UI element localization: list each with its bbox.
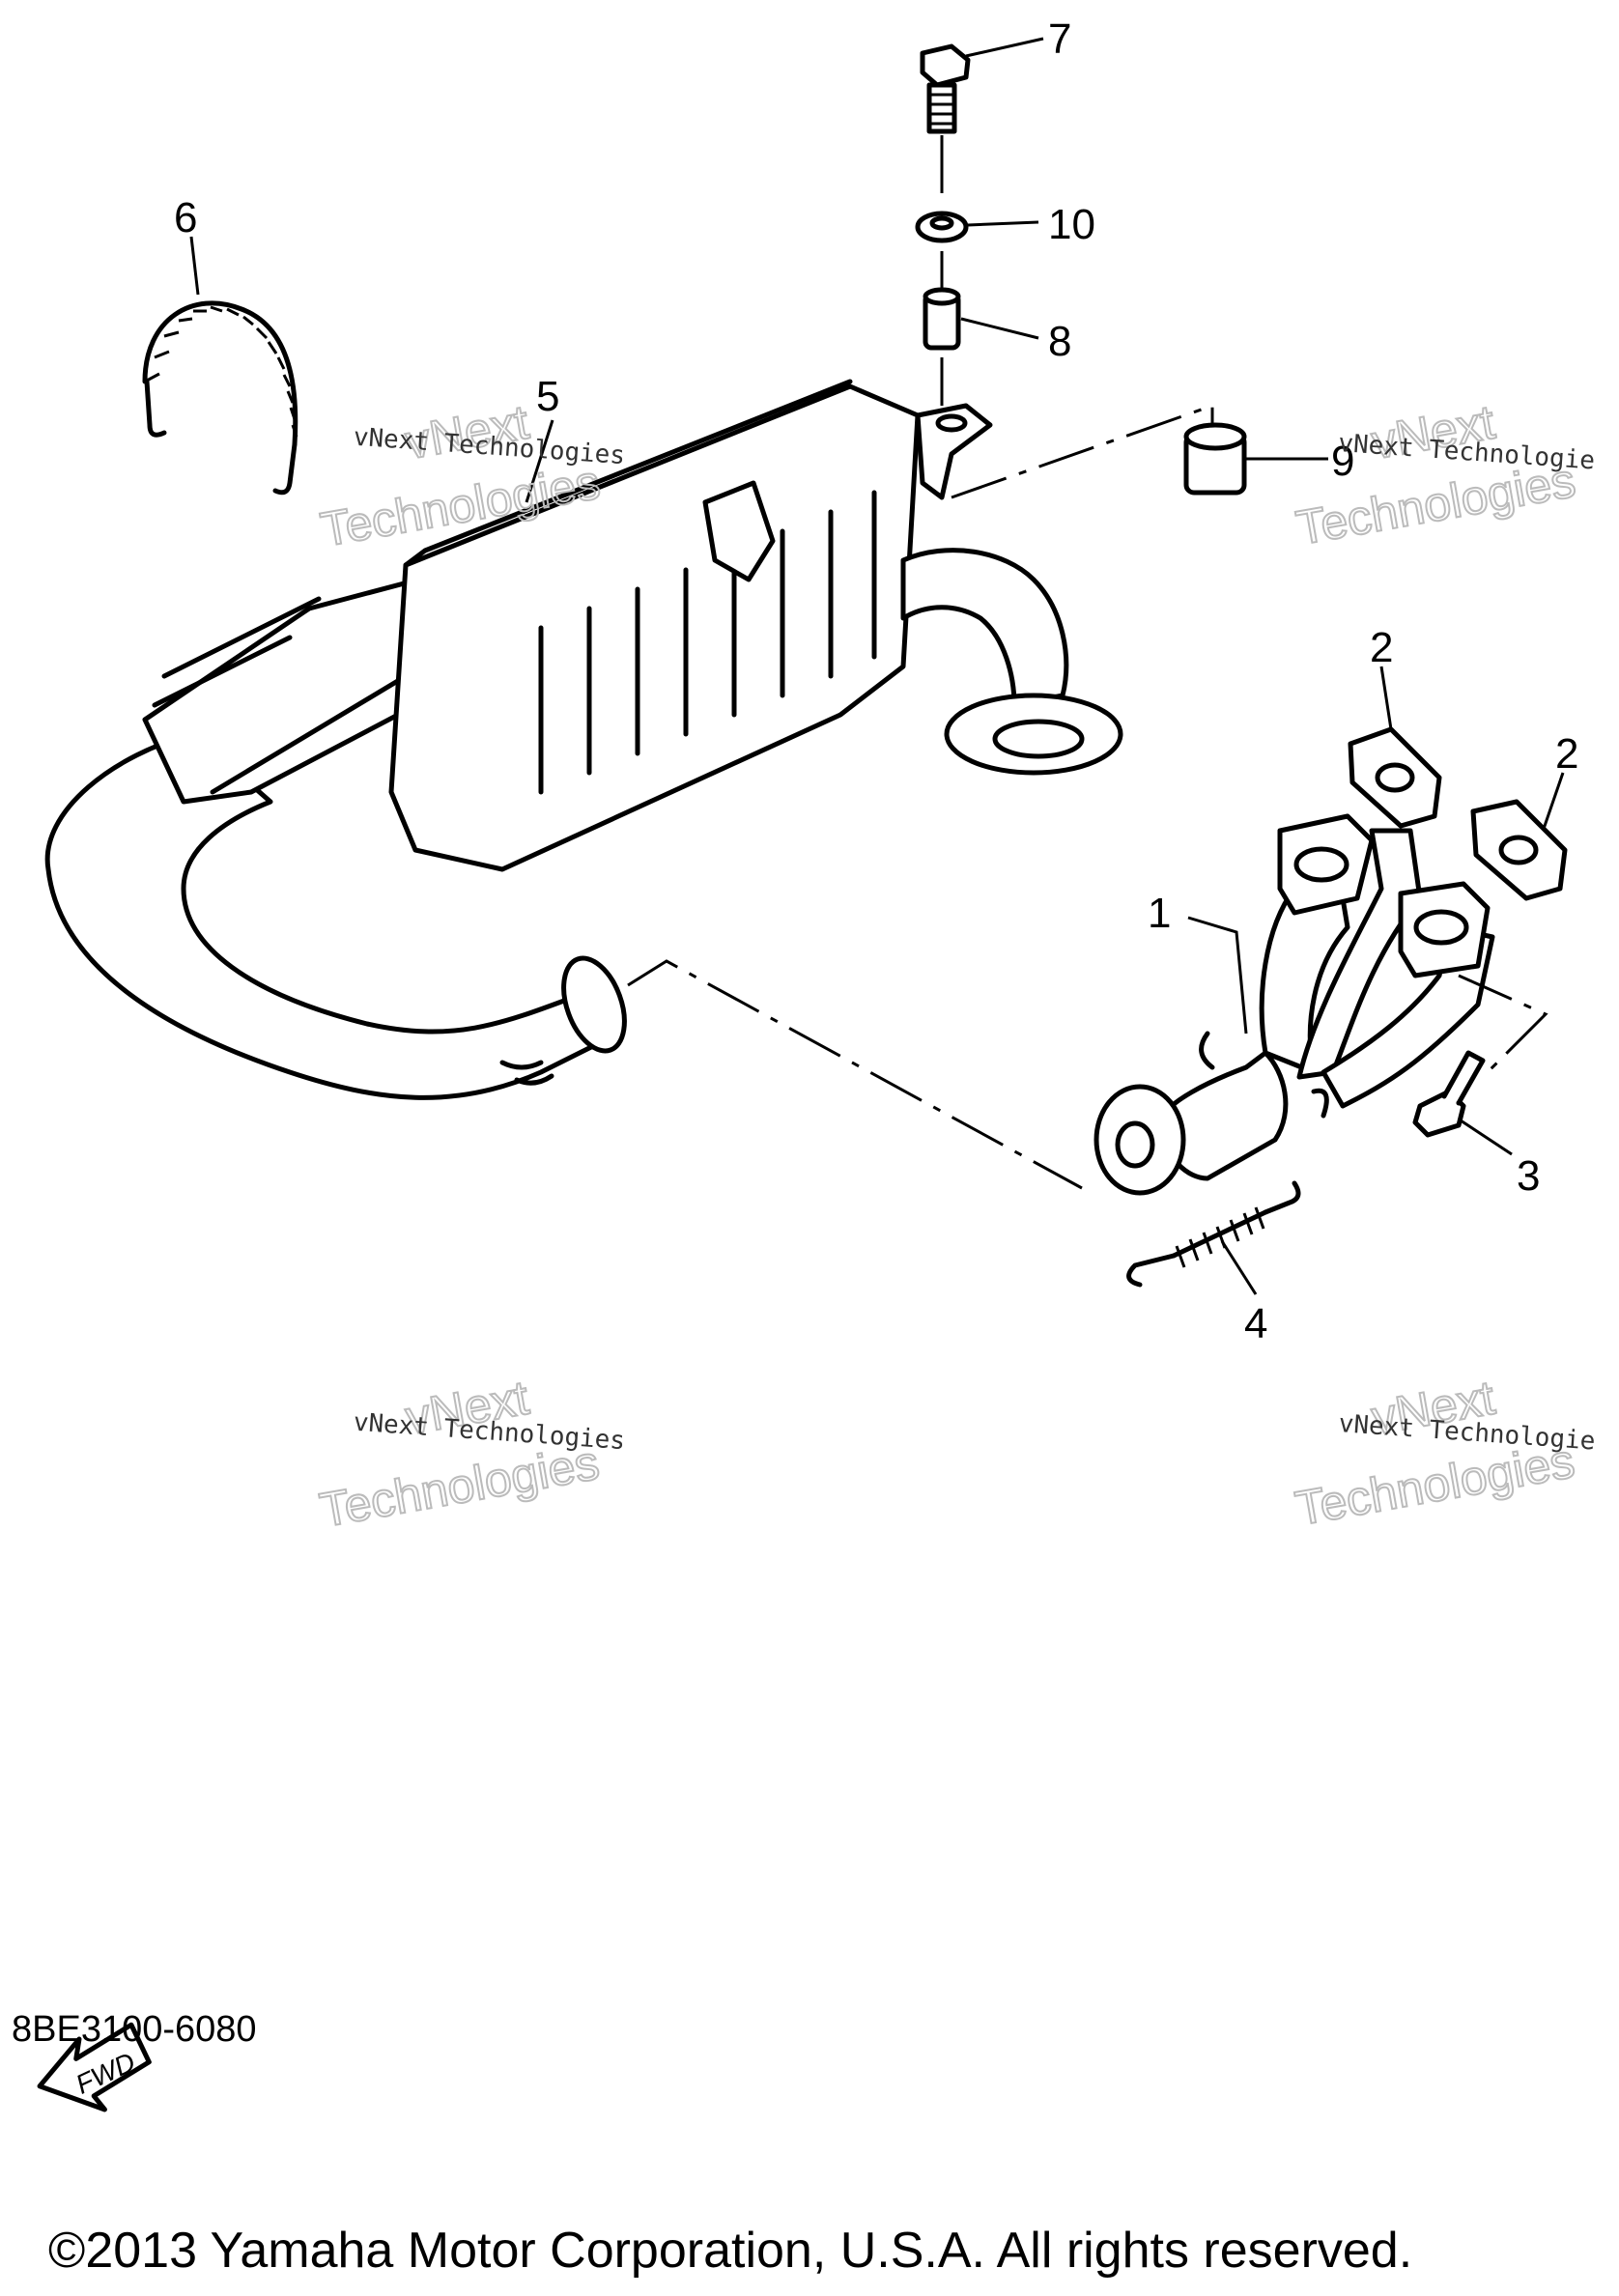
gasket-part-2-upper xyxy=(1348,726,1442,829)
leader-2a xyxy=(1379,666,1393,730)
callout-2b: 2 xyxy=(1555,730,1578,778)
callout-8: 8 xyxy=(1048,318,1071,365)
leader-1 xyxy=(1187,916,1248,1035)
leader-4 xyxy=(1220,1240,1258,1295)
collar-part-8 xyxy=(923,287,961,351)
muffler-spring-part-6 xyxy=(142,300,298,496)
callout-2a: 2 xyxy=(1370,624,1393,671)
leader-2b xyxy=(1542,772,1565,830)
callout-7: 7 xyxy=(1048,15,1071,63)
muffler-mount-bracket xyxy=(915,403,993,500)
bolt-alignment-line xyxy=(1458,974,1548,1074)
leader-7 xyxy=(965,37,1044,58)
muffler-ribs xyxy=(538,490,877,795)
muffler-body xyxy=(388,383,921,872)
callout-5: 5 xyxy=(536,373,559,420)
leader-8 xyxy=(960,317,1039,340)
leader-3 xyxy=(1460,1119,1513,1156)
leader-6 xyxy=(189,236,200,296)
copyright-notice: ©2013 Yamaha Motor Corporation, U.S.A. A… xyxy=(48,2223,1413,2279)
pipe-to-muffler-line xyxy=(627,959,1083,1190)
muffler-tail-pipe xyxy=(900,548,1069,708)
diagram-code: 8BE3100-6080 xyxy=(12,2009,257,2050)
muffler-assembly xyxy=(44,379,1123,1100)
callout-1: 1 xyxy=(1148,890,1171,937)
callout-3: 3 xyxy=(1517,1152,1540,1200)
watermark-mid-right: vNext Technologies vNext Technologie xyxy=(1291,1370,1596,1537)
callout-4: 4 xyxy=(1244,1300,1267,1347)
leader-5 xyxy=(525,419,554,503)
damper-alignment-line xyxy=(951,403,1214,499)
spring-part-4 xyxy=(1126,1180,1301,1288)
callout-10: 10 xyxy=(1048,201,1095,248)
gasket-part-2-lower xyxy=(1470,799,1568,901)
bolt-part-3 xyxy=(1412,1050,1486,1138)
exhaust-pipe-part-1 xyxy=(1094,813,1495,1196)
watermark-mid-left: vNext Technologies vNext Technologies xyxy=(315,1370,626,1539)
damper-part-9 xyxy=(1183,422,1247,496)
callout-9: 9 xyxy=(1331,438,1354,485)
leader-10 xyxy=(967,220,1039,227)
callout-6: 6 xyxy=(174,194,197,241)
muffler-inlet-end xyxy=(499,955,627,1086)
mount-bolt-part-7 xyxy=(920,43,971,134)
washer-part-10 xyxy=(915,211,969,243)
